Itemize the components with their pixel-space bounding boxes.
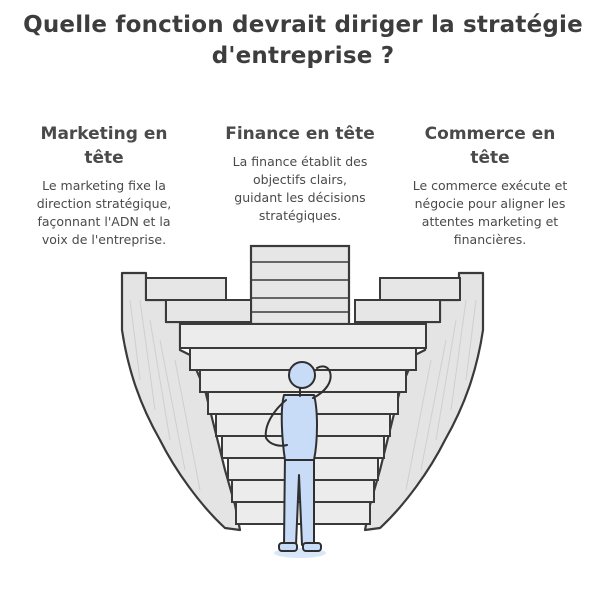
wall-hatching bbox=[129, 299, 477, 491]
person-head bbox=[288, 361, 316, 389]
commerce-description-line: Le commerce exécute et bbox=[412, 178, 568, 193]
marketing-column: Marketing en tête Le marketing fixe la d… bbox=[22, 122, 186, 249]
marketing-description-line: façonnant l'ADN et la bbox=[37, 214, 171, 229]
tower-lines bbox=[251, 261, 349, 313]
finance-description-line: stratégiques. bbox=[258, 208, 342, 223]
finance-heading: Finance en tête bbox=[210, 122, 390, 146]
person-figure bbox=[264, 361, 332, 552]
marketing-description-line: Le marketing fixe la bbox=[42, 178, 166, 193]
commerce-heading: Commerce en tête bbox=[398, 122, 582, 170]
finance-column: Finance en tête La finance établit des o… bbox=[210, 122, 390, 225]
left-upper-steps bbox=[145, 277, 252, 323]
person-left-shoe bbox=[278, 542, 298, 552]
commerce-description-line: financières. bbox=[453, 232, 527, 247]
marketing-heading-line-2: tête bbox=[84, 148, 124, 168]
finance-description-line: objectifs clairs, bbox=[253, 172, 347, 187]
center-tower bbox=[249, 244, 351, 326]
page-title: Quelle fonction devrait diriger la strat… bbox=[0, 10, 606, 72]
marketing-description-line: voix de l'entreprise. bbox=[41, 232, 167, 247]
title-line-2: d'entreprise ? bbox=[211, 43, 395, 69]
commerce-heading-line-1: Commerce en bbox=[424, 124, 556, 144]
person-left-arm bbox=[264, 399, 288, 447]
right-upper-steps bbox=[354, 277, 461, 323]
title-line-1: Quelle fonction devrait diriger la strat… bbox=[23, 12, 583, 38]
finance-heading-line-1: Finance en tête bbox=[225, 124, 375, 144]
person-right-shoe bbox=[302, 542, 322, 552]
commerce-description-line: négocie pour aligner les bbox=[414, 196, 566, 211]
commerce-description: Le commerce exécute et négocie pour alig… bbox=[398, 177, 582, 249]
marketing-description: Le marketing fixe la direction stratégiq… bbox=[22, 177, 186, 249]
person-torso bbox=[280, 394, 318, 461]
marketing-heading: Marketing en tête bbox=[22, 122, 186, 170]
commerce-description-line: attentes marketing et bbox=[421, 214, 559, 229]
commerce-heading-line-2: tête bbox=[470, 148, 510, 168]
marketing-heading-line-1: Marketing en bbox=[40, 124, 168, 144]
finance-description: La finance établit des objectifs clairs,… bbox=[210, 153, 390, 225]
marketing-description-line: direction stratégique, bbox=[36, 196, 172, 211]
person-right-arm bbox=[312, 365, 332, 399]
left-wing-wall bbox=[120, 271, 242, 532]
finance-description-line: La finance établit des bbox=[232, 154, 368, 169]
finance-description-line: guidant les décisions bbox=[234, 190, 366, 205]
commerce-column: Commerce en tête Le commerce exécute et … bbox=[398, 122, 582, 249]
